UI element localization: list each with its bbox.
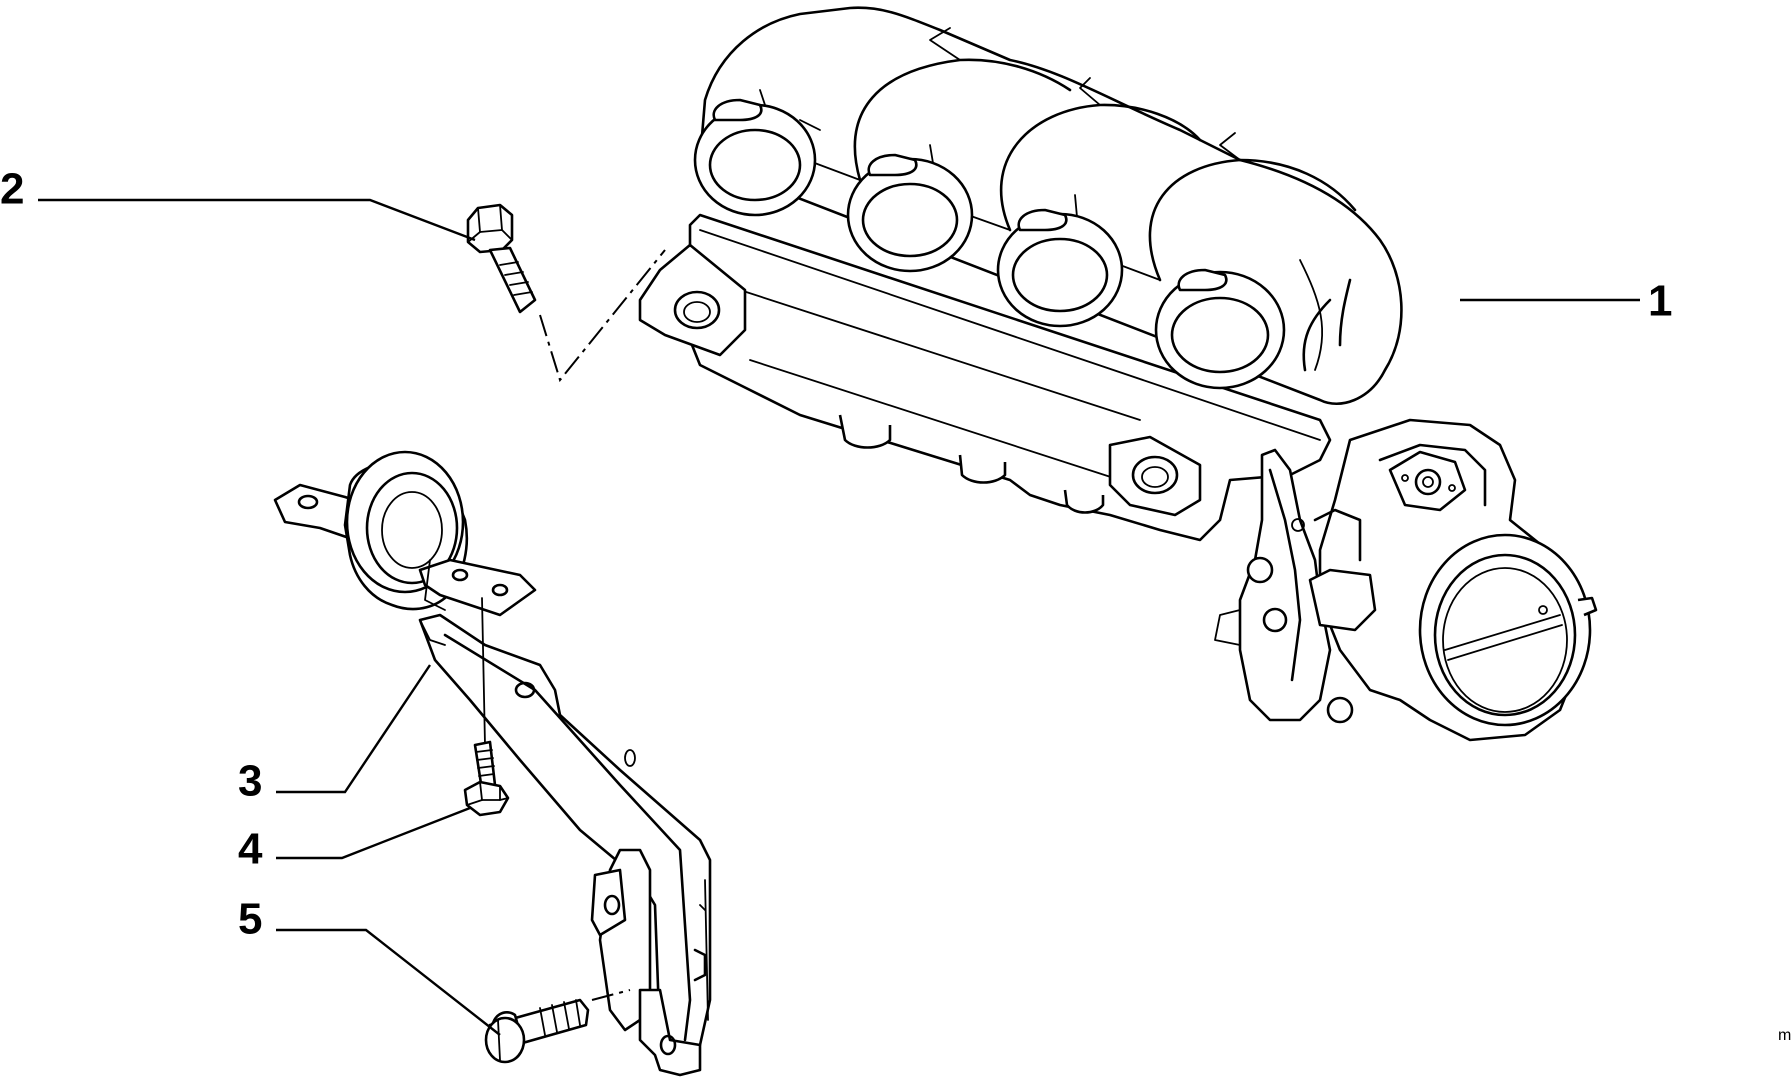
runner-port-2: [846, 153, 974, 273]
callout-label-4: 4: [238, 824, 263, 873]
callout-label-5: 5: [238, 894, 262, 943]
bolt-part-2: [466, 203, 666, 383]
callout-1: 1: [1460, 276, 1672, 325]
callout-3: 3: [238, 664, 431, 805]
callout-label-1: 1: [1648, 276, 1672, 325]
callout-5: 5: [238, 894, 501, 1036]
callout-2: 2: [0, 164, 476, 242]
runner-port-4: [1154, 268, 1286, 390]
bolt-part-5: [484, 998, 590, 1064]
runner-port-3: [996, 208, 1124, 328]
callout-4: 4: [238, 806, 471, 873]
callout-label-3: 3: [238, 756, 262, 805]
throttle-body: [1214, 418, 1598, 742]
intake-manifold-part-1: [638, 6, 1598, 742]
corner-mark: m: [1778, 1027, 1791, 1044]
bolt-part-4: [463, 740, 510, 817]
runner-port-1: [693, 98, 817, 217]
callout-label-2: 2: [0, 164, 24, 213]
bracket-part-3: [273, 450, 712, 1077]
